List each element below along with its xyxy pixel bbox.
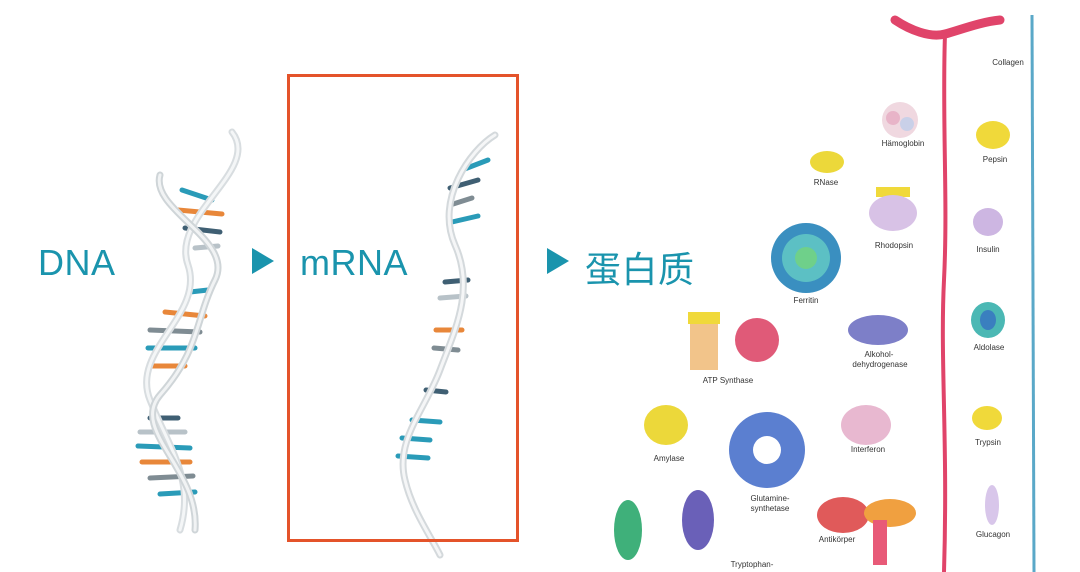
- collagen-fiber: [890, 14, 1036, 572]
- protein-name-glucagon: Glucagon: [975, 530, 1011, 539]
- protein-name-glutamine: Glutamine-: [750, 494, 790, 503]
- protein-name-alcohol-dh: Alkohol-: [864, 350, 894, 359]
- protein-name-insulin: Insulin: [976, 245, 1000, 254]
- play-triangle-icon: [547, 248, 569, 274]
- protein-name-trypsin: Trypsin: [975, 438, 1001, 447]
- protein-name-rhodopsin: Rhodopsin: [874, 241, 914, 250]
- protein-label: 蛋白质: [585, 249, 695, 290]
- protein-name-interferon: Interferon: [850, 445, 886, 454]
- protein-blobs: [614, 102, 1010, 565]
- protein-name-hemoglobin: Hämoglobin: [881, 139, 925, 148]
- protein-name-ferritin: Ferritin: [793, 296, 819, 305]
- mrna-highlight-frame: [287, 74, 519, 542]
- protein-name-glutamine-2: synthetase: [750, 504, 790, 513]
- protein-name-collagen: Collagen: [992, 58, 1024, 67]
- protein-name-tryptophan: Tryptophan-: [730, 560, 774, 569]
- dna-label: DNA: [38, 242, 116, 283]
- protein-name-alcohol-dh-2: dehydrogenase: [852, 360, 908, 369]
- protein-name-amylase: Amylase: [653, 454, 685, 463]
- protein-name-aldolase: Aldolase: [973, 343, 1005, 352]
- protein-name-antikorper: Antikörper: [818, 535, 856, 544]
- protein-name-pepsin: Pepsin: [982, 155, 1008, 164]
- protein-name-rnase: RNase: [813, 178, 839, 187]
- play-triangle-icon: [252, 248, 274, 274]
- mrna-label: mRNA: [300, 242, 408, 283]
- dna-base-pairs: [135, 187, 225, 497]
- protein-name-atp-synthase: ATP Synthase: [702, 376, 754, 385]
